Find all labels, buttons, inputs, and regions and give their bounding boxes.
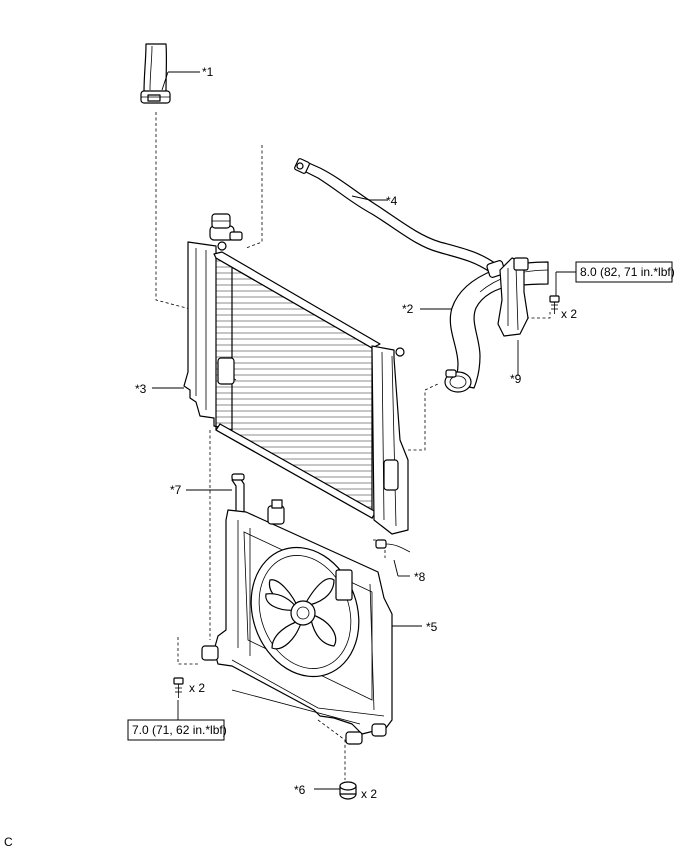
torque-upper-text: 8.0 (82, 71 in.*lbf) [580, 265, 675, 279]
lower-radiator-hose [444, 260, 549, 393]
overflow-tube [231, 473, 245, 513]
callout-labels: *1 *4 *2 *3 *9 *7 *8 *5 *6 [135, 65, 522, 797]
torque-spec-upper: 8.0 (82, 71 in.*lbf) [555, 261, 675, 296]
radiator [183, 213, 409, 535]
qty-bolt-upper: x 2 [561, 307, 577, 321]
callout-3: *3 [135, 382, 147, 396]
leader-lines [152, 71, 519, 790]
hose-bracket [497, 257, 529, 337]
callout-1: *1 [202, 65, 214, 79]
callout-9: *9 [510, 372, 522, 386]
hose-end-fitting [294, 158, 310, 174]
hose-clamp-upper [140, 90, 171, 104]
fan-shroud [201, 499, 393, 745]
quantity-labels: x 2 x 2 x 2 [189, 307, 577, 801]
bolt-lower [173, 677, 184, 698]
torque-lower-text: 7.0 (71, 62 in.*lbf) [132, 723, 227, 737]
callout-4: *4 [386, 194, 398, 208]
callout-6: *6 [294, 783, 306, 797]
reservoir-hose [294, 158, 497, 273]
qty-bolt-lower: x 2 [189, 681, 205, 695]
bolt-upper [549, 295, 560, 314]
illustration-code: C [4, 835, 13, 849]
cooling-fan [265, 578, 337, 650]
callout-2: *2 [402, 302, 414, 316]
callout-8: *8 [414, 570, 426, 584]
hose-clamp-lower [444, 369, 472, 393]
callout-5: *5 [426, 620, 438, 634]
fan-connector [375, 539, 411, 553]
radiator-cap [209, 213, 243, 241]
grommet [339, 781, 357, 800]
qty-grommet: x 2 [361, 787, 377, 801]
upper-radiator-hose [140, 43, 171, 104]
callout-7: *7 [170, 483, 182, 497]
torque-spec-lower: 7.0 (71, 62 in.*lbf) [127, 700, 227, 741]
